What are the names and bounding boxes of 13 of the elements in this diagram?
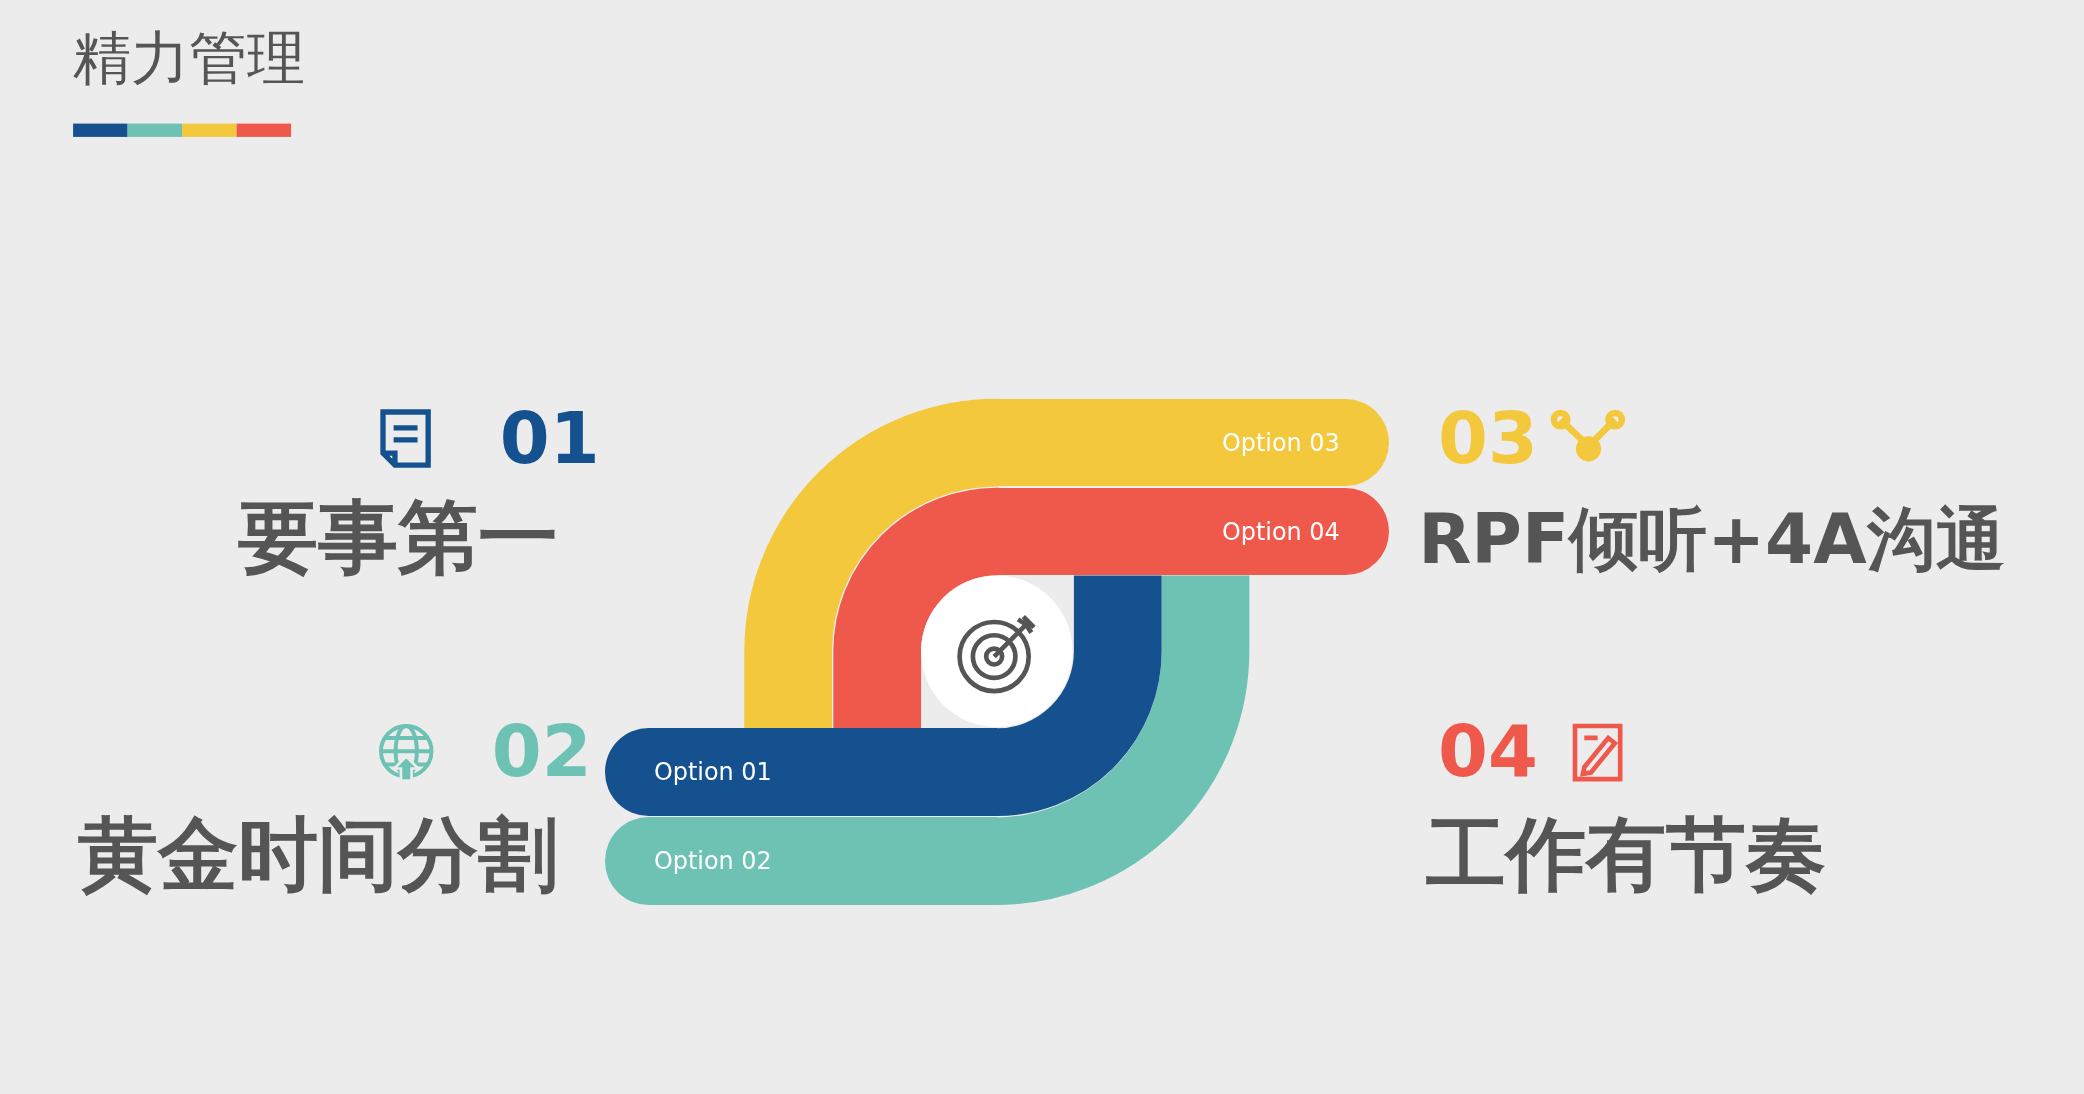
option-label: Option 01 — [653, 758, 772, 787]
step-number: 03 — [1438, 402, 1538, 475]
step-heading: 要事第一 — [238, 498, 559, 579]
page-title: 精力管理 — [73, 29, 306, 88]
option-label: Option 04 — [1221, 517, 1340, 546]
step-number: 04 — [1438, 716, 1538, 789]
step-heading: RPF倾听+4A沟通 — [1418, 505, 2005, 575]
step-heading: 黄金时间分割 — [78, 814, 559, 895]
step-number: 01 — [499, 402, 600, 475]
step-number: 02 — [491, 716, 592, 789]
option-label: Option 03 — [1221, 428, 1340, 457]
step-heading: 工作有节奏 — [1426, 814, 1827, 895]
option-label: Option 02 — [653, 847, 772, 876]
